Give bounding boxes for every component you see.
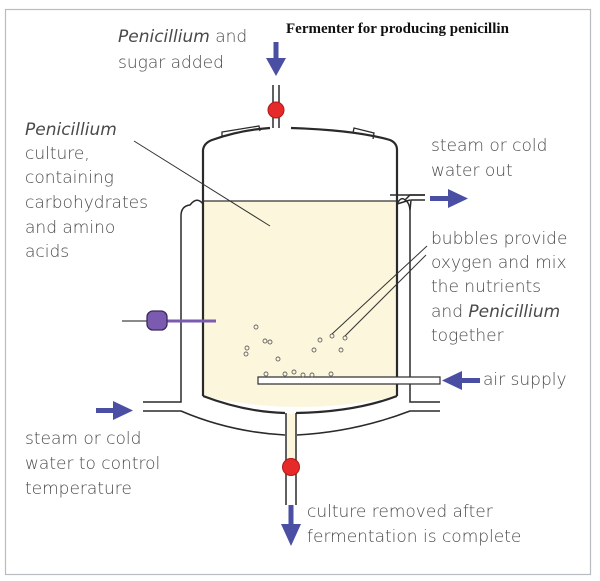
label-output-line1: culture removed after	[307, 502, 493, 522]
label-culture-line2: culture,	[25, 144, 90, 164]
label-inlet-rest: and	[210, 27, 247, 47]
outlet-valve-icon	[282, 458, 300, 476]
air-supply-arrow-icon	[442, 371, 480, 390]
label-bubbles-line4-italic: Penicillium	[468, 302, 560, 322]
vessel-body	[201, 126, 399, 396]
diagram-title: Fermenter for producing penicillin	[286, 21, 510, 37]
outlet-arrow-icon	[281, 505, 301, 546]
label-inlet: Penicillium and sugar added	[118, 27, 247, 73]
outlet-culture	[287, 414, 295, 464]
jacket-bottom-outer	[143, 410, 440, 436]
culture-liquid	[203, 201, 397, 407]
label-air-supply: air supply	[483, 370, 567, 390]
label-culture-line6: acids	[25, 242, 69, 262]
label-steam-in-line2: water to control	[25, 454, 160, 474]
label-steam-out-line1: steam or cold	[431, 136, 547, 156]
inlet-arrow-icon	[266, 42, 286, 76]
label-culture-line5: and amino	[25, 218, 115, 238]
label-bubbles-line5: together	[431, 326, 504, 346]
vessel-bottom	[202, 394, 398, 415]
bubbles-leader-line-2	[344, 254, 427, 337]
temperature-probe-icon	[146, 310, 168, 331]
label-steam-out-line2: water out	[431, 161, 513, 181]
culture-leader-line	[133, 140, 271, 227]
label-culture-line3: containing	[25, 168, 114, 188]
svg-text:and Penicillium: and Penicillium	[431, 302, 560, 322]
label-culture-line1: Penicillium	[25, 120, 117, 140]
label-culture-line4: carbohydrates	[25, 193, 148, 213]
label-inlet-line2: sugar added	[118, 53, 224, 73]
jacket-left-wall	[143, 199, 204, 403]
label-bubbles-line1: bubbles provide	[431, 229, 567, 249]
label-bubbles-line2: oxygen and mix	[431, 253, 567, 273]
lid-flap-right	[352, 127, 375, 140]
label-steam-in: steam or cold water to control temperatu…	[25, 429, 160, 499]
steam-out-arrow-icon	[430, 189, 468, 208]
label-bubbles-line3: the nutrients	[431, 277, 541, 297]
label-output-line2: fermentation is complete	[307, 527, 521, 547]
label-culture: Penicillium culture, containing carbohyd…	[25, 120, 148, 262]
label-steam-in-line3: temperature	[25, 479, 132, 499]
inlet-valve-icon	[267, 101, 285, 119]
air-sparger-pipe	[257, 376, 441, 385]
jacket-outlet-lower	[396, 199, 411, 205]
svg-text:Penicillium and: Penicillium and	[118, 27, 247, 47]
label-inlet-italic: Penicillium	[118, 27, 210, 47]
label-bubbles-line4-plain: and	[431, 302, 468, 322]
label-steam-in-line1: steam or cold	[25, 429, 141, 449]
label-output: culture removed after fermentation is co…	[307, 502, 521, 547]
bubbles-leader-line-1	[331, 245, 428, 335]
label-bubbles: bubbles provide oxygen and mix the nutri…	[431, 229, 567, 346]
lid-flap-left	[221, 125, 261, 137]
label-steam-out: steam or cold water out	[431, 136, 547, 181]
steam-in-arrow-icon	[96, 401, 133, 420]
